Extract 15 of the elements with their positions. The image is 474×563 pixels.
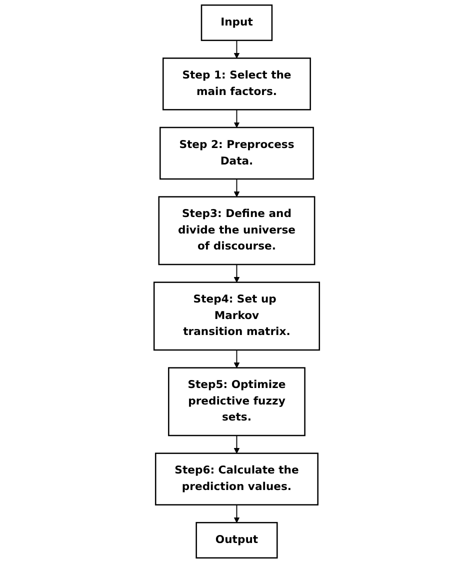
node-box: Step 1: Select the main factors. [162,58,312,110]
arrow [234,435,240,454]
arrow [234,109,240,128]
node-box: Input [201,4,273,42]
arrow [234,264,240,283]
arrow [234,40,240,58]
node-box: Step3: Define and divide the universe of discourse. [158,196,316,266]
arrow [234,350,240,368]
arrow [234,504,240,523]
node-box: Step4: Set up Markov transition matrix. [154,282,320,351]
node-box: Step 2: Preprocess Data. [160,126,314,180]
node-box: Step6: Calculate the prediction values. [155,452,319,506]
arrow [234,178,240,198]
node-box: Step5: Optimize predictive fuzzy sets. [168,367,306,436]
node-box: Output [196,522,278,559]
